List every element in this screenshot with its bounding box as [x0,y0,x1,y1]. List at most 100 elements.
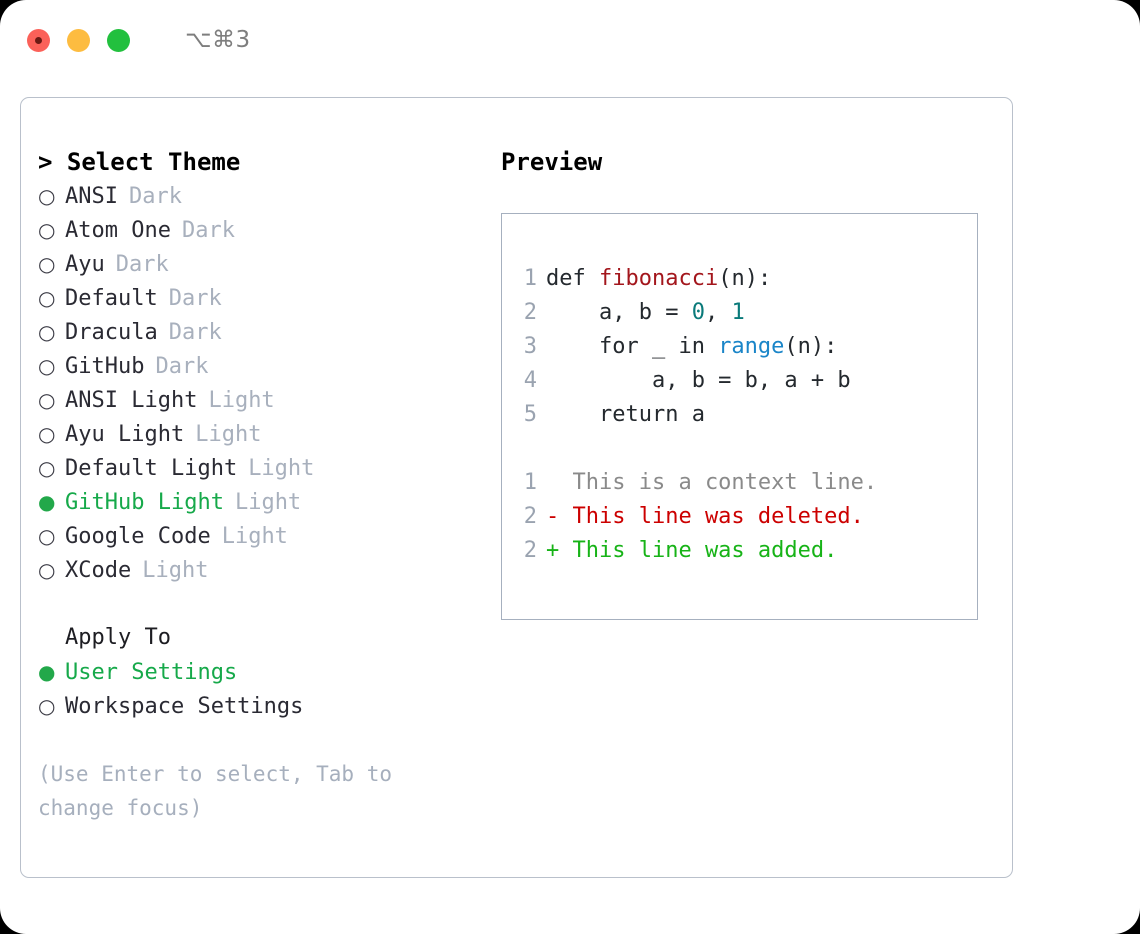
radio-selected-icon: ● [38,660,56,684]
diff-line-text: - This line was deleted. [546,504,864,529]
code-line-text: a, b = b, a + b [546,364,851,398]
code-line-number: 5 [523,402,537,427]
code-line: 4 a, b = b, a + b [502,364,977,398]
code-token: return a [546,402,705,427]
theme-option-atom-one[interactable]: ○ Atom One Dark [38,213,498,247]
maximize-button-icon[interactable] [107,28,130,52]
code-line-text: def fibonacci(n): [546,262,771,296]
theme-option-variant: Light [208,388,275,413]
minimize-button-icon[interactable] [67,28,90,52]
diff-line-number: 2 [523,538,537,563]
keyboard-hint-text: (Use Enter to select, Tab to change focu… [38,762,393,820]
theme-option-ansi-light[interactable]: ○ ANSI Light Light [38,383,498,417]
apply-to-option-workspace-settings[interactable]: ○Workspace Settings [38,689,498,723]
code-token: fibonacci [598,266,719,291]
theme-option-label: Ayu [65,252,105,277]
radio-unselected-icon: ○ [38,354,56,378]
code-line-text: a, b = 0, 1 [546,296,745,330]
code-token: for _ in [546,334,719,359]
radio-unselected-icon: ○ [38,422,56,446]
theme-option-github-light[interactable]: ● GitHub Light Light [38,485,498,519]
code-token: 0 [691,300,705,325]
theme-option-label: Atom One [65,218,171,243]
diff-sample: 1 This is a context line. 2 - This line wa… [502,466,977,568]
select-theme-heading: > Select Theme [38,148,241,176]
theme-option-variant: Light [234,490,302,515]
theme-option-label: ANSI [65,184,118,209]
theme-option-label: Google Code [65,524,211,549]
diff-line-number: 1 [523,470,537,495]
theme-option-ayu[interactable]: ○ Ayu Dark [38,247,498,281]
theme-option-github[interactable]: ○ GitHub Dark [38,349,498,383]
radio-unselected-icon: ○ [38,524,56,548]
diff-line-text: + This line was added. [546,538,838,563]
code-token: def [546,266,599,291]
code-token: a, b = [546,300,692,325]
theme-option-label: GitHub [65,354,145,379]
radio-selected-icon: ● [38,490,56,514]
theme-option-dracula[interactable]: ○ Dracula Dark [38,315,498,349]
diff-line: 1 This is a context line. [502,466,977,500]
window-title: ⌥⌘3 [185,27,251,53]
code-token: (n): [784,334,838,359]
theme-option-label: XCode [65,558,132,583]
theme-option-label: Ayu Light [65,422,185,447]
diff-line: 2 + This line was added. [502,534,977,568]
radio-unselected-icon: ○ [38,694,56,718]
diff-line-text: This is a context line. [546,470,878,495]
diff-line-number: 2 [523,504,537,529]
theme-option-xcode[interactable]: ○ XCode Light [38,553,498,587]
code-line: 2 a, b = 0, 1 [502,296,977,330]
code-line-number: 3 [523,334,537,359]
theme-option-label: Dracula [65,320,158,345]
diff-line: 2 - This line was deleted. [502,500,977,534]
theme-option-variant: Light [142,558,209,583]
code-token: (n): [718,266,772,291]
theme-option-label: Default Light [65,456,238,481]
radio-unselected-icon: ○ [38,286,56,310]
radio-unselected-icon: ○ [38,184,56,208]
preview-heading: Preview [501,148,603,176]
code-line-text: for _ in range(n): [546,330,837,364]
theme-option-label: GitHub Light [65,490,224,515]
apply-to-option-user-settings[interactable]: ●User Settings [38,655,498,689]
traffic-light-buttons [27,28,130,52]
close-button-icon[interactable] [27,28,50,52]
apply-to-option-list: ●User Settings○Workspace Settings [38,655,498,723]
title-bar: ⌥⌘3 [0,0,1140,80]
radio-unselected-icon: ○ [38,252,56,276]
apply-to-heading: Apply To [65,625,171,650]
theme-option-variant: Dark [168,320,222,345]
code-diff-spacer [502,432,977,466]
theme-option-label: ANSI Light [65,388,198,413]
radio-unselected-icon: ○ [38,558,56,582]
code-line: 3 for _ in range(n): [502,330,977,364]
theme-option-variant: Dark [181,218,235,243]
code-line-number: 1 [523,266,537,291]
theme-option-variant: Light [248,456,315,481]
code-token: a, b = b, a + b [546,368,851,393]
theme-option-label: Default [65,286,158,311]
radio-unselected-icon: ○ [38,320,56,344]
theme-option-variant: Dark [115,252,169,277]
theme-option-default[interactable]: ○ Default Dark [38,281,498,315]
theme-option-variant: Dark [168,286,222,311]
radio-unselected-icon: ○ [38,388,56,412]
code-token: , [704,300,732,325]
theme-option-variant: Dark [155,354,209,379]
code-token: 1 [731,300,745,325]
code-line-text: return a [546,398,705,432]
code-line: 5 return a [502,398,977,432]
code-token: range [718,334,785,359]
radio-unselected-icon: ○ [38,218,56,242]
